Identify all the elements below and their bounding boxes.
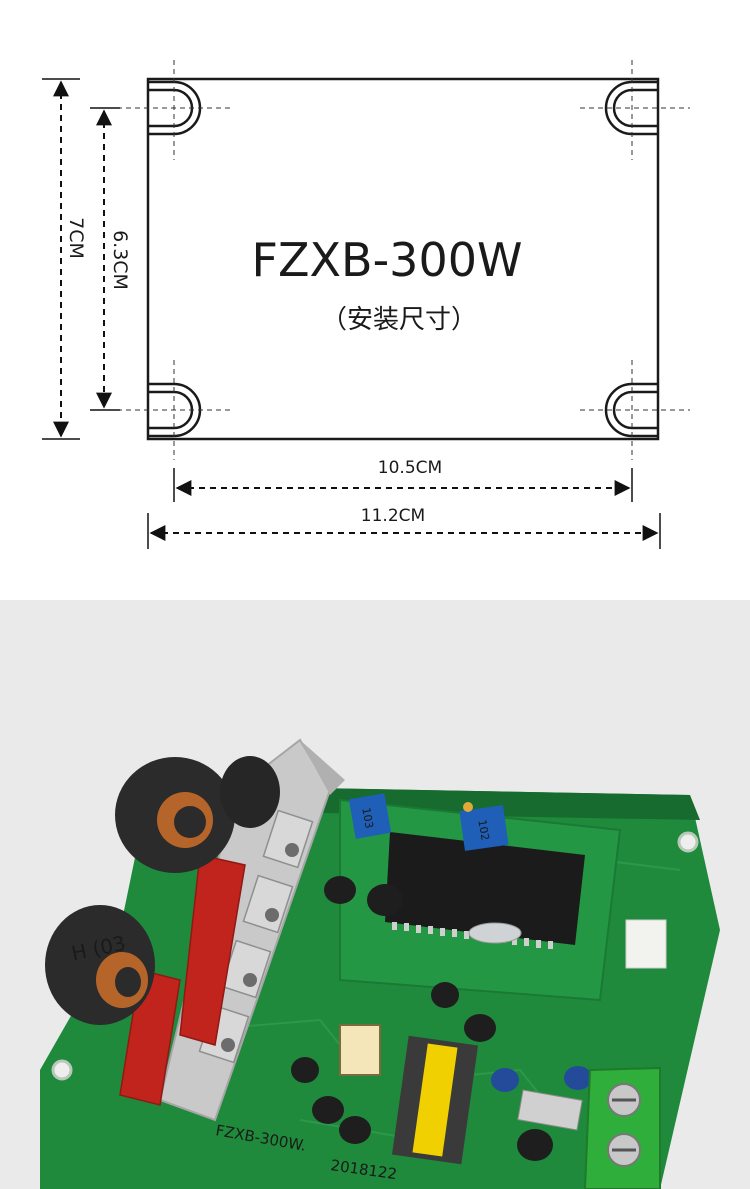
mounting-slot-bottom-right [604,382,658,438]
diagram-subtitle: （安装尺寸） [321,305,477,335]
mounting-dimension-diagram: 7CM 6.3CM FZXB-300W （安装尺寸） 10.5CM 11.2CM [42,60,690,549]
dimension-label-10-5cm: 10.5CM [378,458,442,478]
center-lines [90,60,690,460]
dimension-height-inner: 6.3CM [90,107,131,411]
dimension-label-7cm: 7CM [65,217,87,259]
potentiometer-left: 103 [348,793,392,839]
product-photo: 103 102 H (03 [0,600,750,1189]
optocoupler [339,1024,381,1076]
dimension-label-11-2cm: 11.2CM [361,506,425,526]
toroid-inductor-top [115,757,235,873]
svg-text:102: 102 [475,819,491,842]
screw-terminal-block [583,1066,661,1189]
board-outline [146,77,660,441]
ic-chip [385,832,585,945]
crystal-oscillator [468,922,522,944]
small-heatsink-tab [517,1089,583,1131]
electrolytic-capacitors [291,876,592,1161]
dimension-height-outer: 7CM [42,78,87,440]
dimension-width-outer: 11.2CM [147,506,661,549]
potentiometer-right: 102 [459,802,509,851]
mounting-slot-top-right [604,80,658,136]
dimension-width-inner: 10.5CM [173,458,633,502]
svg-text:103: 103 [359,807,375,830]
white-connector [625,919,667,969]
toroid-inductor-bottom: H (03 [45,905,155,1025]
toroid-inductor-second [220,756,280,828]
dimension-label-6-3cm: 6.3CM [109,230,131,290]
diagram-title: FZXB-300W [252,233,523,287]
transformer [391,1035,479,1165]
power-transistors [198,809,314,1064]
